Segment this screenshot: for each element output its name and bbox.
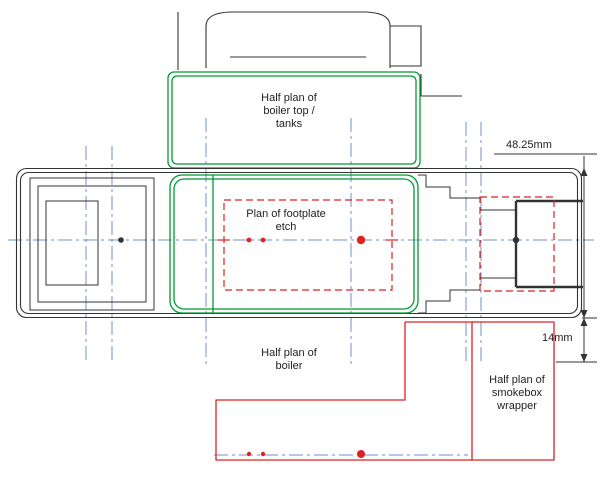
dimension-14mm-text: 14mm <box>542 332 573 344</box>
cab-detail-group <box>29 177 155 311</box>
tank-right-step <box>420 74 462 97</box>
black-dots-group <box>118 236 520 244</box>
arrow-14-top <box>580 318 588 326</box>
centerlines-group <box>8 118 594 456</box>
red-dot-small-4 <box>260 451 266 457</box>
black-datum-dot-right <box>512 236 520 244</box>
label-boiler-top-line3: tanks <box>276 118 303 130</box>
boiler-seat-dashed-rect <box>223 199 393 291</box>
front-step-top <box>418 174 480 199</box>
label-smokebox-line2: smokebox <box>492 387 543 399</box>
smokebox-bold-group <box>514 199 583 289</box>
dimension-48mm-text: 48.25mm <box>506 139 552 151</box>
label-smokebox-line3: wrapper <box>496 400 537 412</box>
red-solid-shapes-group <box>215 321 555 461</box>
label-boiler-top-line2: boiler top / <box>263 105 315 117</box>
dimension-arrows-group <box>580 168 588 362</box>
boiler-half-plan-outline <box>215 322 472 461</box>
red-dots-group <box>246 235 366 458</box>
label-boiler-top-line1: Half plan of <box>261 92 318 104</box>
red-dot-small-3 <box>246 451 252 457</box>
footplate-outline-inner <box>173 178 415 310</box>
footplate-outline-group <box>169 174 419 314</box>
red-dot-small-2 <box>260 237 266 243</box>
tank-outline-inner <box>171 75 417 165</box>
red-dot-large-1 <box>356 235 366 245</box>
cab-rect-middle <box>37 185 147 303</box>
front-step-bottom <box>418 289 480 314</box>
arrow-48-bottom <box>580 310 588 318</box>
annotations-group: Half plan of boiler top / tanks Plan of … <box>246 92 572 412</box>
cab-rect-outer <box>29 177 155 311</box>
label-footplate-line2: etch <box>276 221 297 233</box>
red-dot-small-1 <box>246 237 252 243</box>
smokebox-dashed-rect <box>479 196 555 292</box>
arrow-14-bottom <box>580 354 588 362</box>
black-datum-dot-left <box>118 237 124 243</box>
label-smokebox-line1: Half plan of <box>489 374 546 386</box>
label-boiler-line1: Half plan of <box>261 347 318 359</box>
elevation-right-bracket <box>390 25 422 67</box>
red-dot-large-2 <box>357 450 365 458</box>
smokebox-wrapper-outline <box>471 322 555 461</box>
cab-rect-inner <box>45 200 99 286</box>
boiler-dome-arc <box>205 11 391 68</box>
front-end-steps-group <box>418 174 516 314</box>
red-dashed-overlays-group <box>218 196 555 292</box>
etch-band-outer-rect <box>15 167 583 319</box>
label-footplate-line1: Plan of footplate <box>246 208 326 220</box>
boiler-front-elevation-group <box>177 11 462 97</box>
arrow-48-top <box>580 168 588 176</box>
label-boiler-line2: boiler <box>276 360 303 372</box>
footplate-outline-outer <box>169 174 419 314</box>
